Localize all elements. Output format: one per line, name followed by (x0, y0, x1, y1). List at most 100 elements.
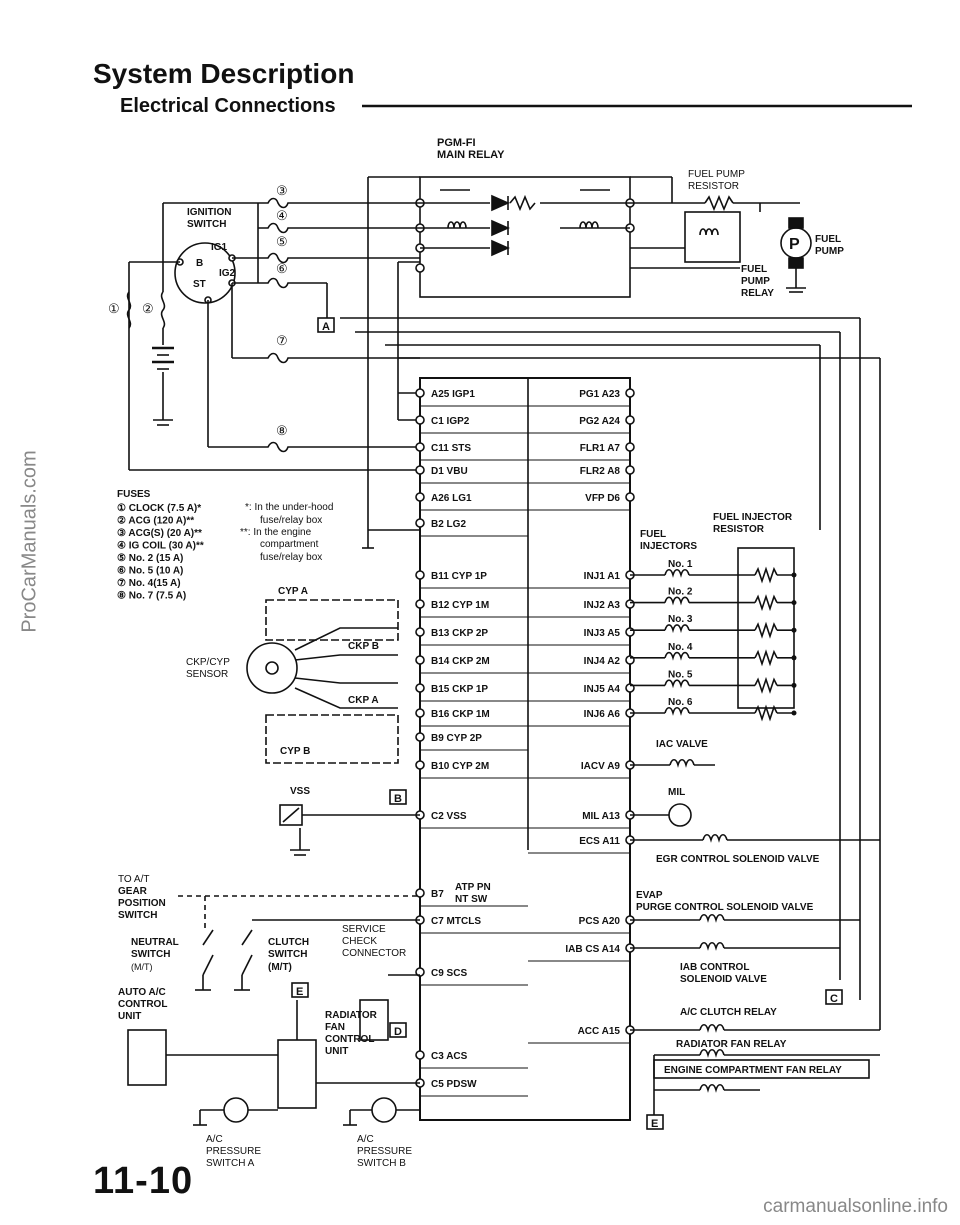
fuse-note-1b: fuse/relay box (260, 515, 322, 526)
fuel-pump-resistor-label-1: FUEL PUMP (688, 169, 745, 180)
connector-d: D (394, 1026, 402, 1038)
atgear-4: SWITCH (118, 910, 157, 921)
fuel-pump-relay-label-2: PUMP (741, 276, 770, 287)
fuse-num-4: ④ (276, 208, 288, 223)
neutral-1: NEUTRAL (131, 937, 179, 948)
injector-number: No. 5 (668, 669, 693, 680)
atgear-3: POSITION (118, 898, 166, 909)
psb-3: SWITCH B (357, 1158, 406, 1169)
ecu-right-pin: PCS A20 (579, 916, 621, 927)
ecu-left-pin: B7 (431, 889, 444, 900)
injector-number: No. 3 (668, 614, 693, 625)
relay-title-1: PGM-FI (437, 137, 476, 149)
svc-2: CHECK (342, 936, 377, 947)
relay-title-2: MAIN RELAY (437, 149, 505, 161)
ecu-right-pin: ACC A15 (578, 1026, 621, 1037)
ignition-label-1: IGNITION (187, 207, 231, 218)
rfcu-1: RADIATOR (325, 1010, 378, 1021)
ecu-left-pin: D1 VBU (431, 466, 468, 477)
mil-label: MIL (668, 787, 685, 798)
clutch-2: SWITCH (268, 949, 307, 960)
fuse-num-7: ⑦ (276, 333, 288, 348)
injector-number: No. 1 (668, 559, 693, 570)
acctl-3: UNIT (118, 1011, 141, 1022)
b-label: B (196, 258, 203, 269)
ecu-left-pin: C1 IGP2 (431, 416, 470, 427)
injector-resistor-2: RESISTOR (713, 524, 765, 535)
rfcu-3: CONTROL (325, 1034, 374, 1045)
fuel-injectors: FUEL INJECTORS FUEL INJECTOR RESISTOR No… (630, 512, 797, 722)
psa-1: A/C (206, 1134, 223, 1145)
iab-label-1: IAB CONTROL (680, 962, 749, 973)
page-subtitle: Electrical Connections (120, 95, 336, 117)
ecu-right-pin: FLR1 A7 (580, 443, 621, 454)
ecu-left-pin: C3 ACS (431, 1051, 468, 1062)
neutral-2: SWITCH (131, 949, 170, 960)
ecu-left-pin: B16 CKP 1M (431, 709, 490, 720)
sensor-label-1: CKP/CYP (186, 657, 230, 668)
fuse-num-6: ⑥ (276, 261, 288, 276)
ig2-label: IG2 (219, 268, 236, 279)
psb-1: A/C (357, 1134, 374, 1145)
ecu-right-pin: IAB CS A14 (565, 944, 620, 955)
ecu-right-pin: MIL A13 (582, 811, 620, 822)
injector-number: No. 6 (668, 697, 693, 708)
fuse-note-2a: **: In the engine (240, 527, 312, 538)
b7-label-2: NT SW (455, 894, 488, 905)
injectors-title-1: FUEL (640, 529, 666, 540)
fuse-note-2c: fuse/relay box (260, 552, 322, 563)
fuse-num-3: ③ (276, 183, 288, 198)
fuse-num-8: ⑧ (276, 423, 288, 438)
ecu-left-pin: B10 CYP 2M (431, 761, 489, 772)
cyp-a-label: CYP A (278, 586, 308, 597)
battery (152, 328, 174, 426)
ckp-b-label: CKP B (348, 641, 379, 652)
ignition-label-2: SWITCH (187, 219, 226, 230)
bottom-left-devices: TO A/T GEAR POSITION SWITCH NEUTRAL SWIT… (118, 874, 420, 1169)
ignition-switch: IGNITION SWITCH IG1 IG2 B ST (174, 207, 236, 304)
ecu-right-pin: VFP D6 (585, 493, 620, 504)
fuse-note-1a: *: In the under-hood (245, 502, 333, 513)
injectors-title-2: INJECTORS (640, 541, 697, 552)
rfcu-2: FAN (325, 1022, 345, 1033)
atgear-1: TO A/T (118, 874, 150, 885)
rad-relay-label: RADIATOR FAN RELAY (676, 1039, 787, 1050)
fuses-title: FUSES (117, 489, 151, 500)
st-label: ST (193, 279, 206, 290)
ecu-right-pin: IACV A9 (581, 761, 621, 772)
injector-number: No. 4 (668, 642, 693, 653)
sensor-label-2: SENSOR (186, 669, 228, 680)
ecu-left-pin: C2 VSS (431, 811, 467, 822)
fuse-item: ⑧ No. 7 (7.5 A) (117, 591, 186, 602)
vss-sensor: VSS (279, 786, 420, 856)
b7-label-1: ATP PN (455, 882, 491, 893)
ecu-right-pin: PG2 A24 (579, 416, 620, 427)
connector-a: A (322, 321, 330, 333)
fuse-item: ② ACG (120 A)** (117, 516, 194, 527)
ckp-a-label: CKP A (348, 695, 379, 706)
evap-label-2: PURGE CONTROL SOLENOID VALVE (636, 902, 814, 913)
connector-tags: A B C D E E (291, 317, 843, 1130)
fuse-item: ⑦ No. 4(15 A) (117, 578, 181, 589)
ecu-right-pin: PG1 A23 (579, 389, 620, 400)
injector-resistor-1: FUEL INJECTOR (713, 512, 793, 523)
ig1-label: IG1 (211, 242, 228, 253)
fuse-item: ④ IG COIL (30 A)** (117, 541, 204, 552)
rfcu-4: UNIT (325, 1046, 348, 1057)
fuse-num-2: ② (142, 301, 154, 316)
fuel-pump-label-1: FUEL (815, 234, 841, 245)
evap-label-1: EVAP (636, 890, 663, 901)
ecu-right-pin: INJ3 A5 (584, 628, 621, 639)
page-title: System Description (93, 58, 355, 89)
ecu-right-pin: INJ1 A1 (584, 571, 621, 582)
ecu-left-pin: C9 SCS (431, 968, 467, 979)
neutral-3: (M/T) (131, 962, 153, 972)
fuse-item: ① CLOCK (7.5 A)* (117, 503, 201, 514)
acctl-2: CONTROL (118, 999, 167, 1010)
connector-e-left: E (296, 986, 303, 998)
fuses-legend: FUSES ① CLOCK (7.5 A)*② ACG (120 A)**③ A… (117, 489, 333, 602)
ecu-left-pin: B11 CYP 1P (431, 571, 487, 582)
ckp-cyp-sensor: CKP/CYP SENSOR CYP A CKP B CKP A CYP B (186, 586, 399, 764)
